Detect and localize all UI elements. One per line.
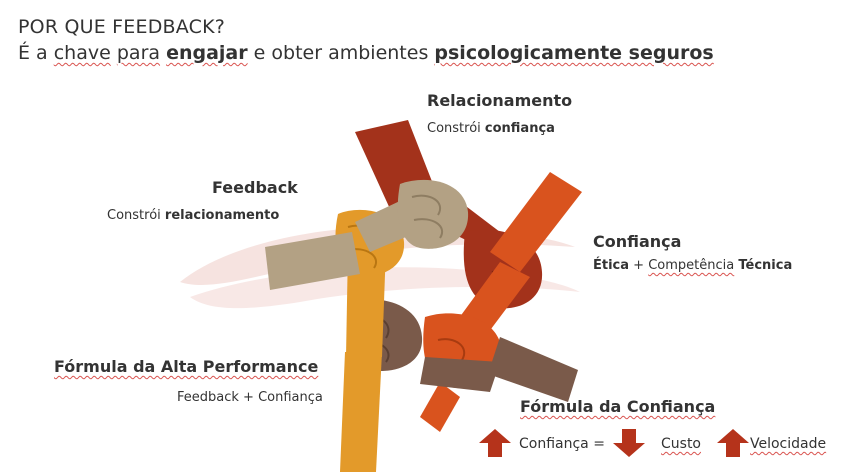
confianca-etica: Ética [593, 258, 630, 273]
alta-performance-title: Fórmula da Alta Performance [54, 357, 318, 376]
formula-custo-label: Custo [661, 436, 701, 452]
alta-performance-text: Feedback + Confiança [177, 390, 323, 405]
slide-title: POR QUE FEEDBACK? [18, 16, 226, 38]
relacionamento-text-bold: confiança [484, 121, 555, 136]
formula-confianca-title: Fórmula da Confiança [520, 397, 715, 416]
arm-tan [265, 179, 469, 290]
feedback-title: Feedback [212, 178, 298, 197]
arrow-up-icon [717, 429, 749, 457]
confianca-text: Ética + Competência Técnica [593, 258, 792, 273]
subtitle-part2: chave [53, 42, 111, 64]
slide-subtitle: É a chave para engajar e obter ambientes… [18, 42, 714, 64]
formula-confianca-label: Confiança = [519, 436, 605, 452]
subtitle-part1: É a [18, 42, 48, 64]
hands-illustration [180, 120, 582, 472]
feedback-text-bold: relacionamento [164, 208, 280, 223]
relacionamento-title: Relacionamento [427, 91, 573, 110]
feedback-text: Constrói relacionamento [107, 208, 279, 223]
confianca-plus: + [633, 258, 645, 273]
arrow-up-icon [479, 429, 511, 457]
feedback-text-normal: Constrói [107, 208, 161, 223]
formula-custo-text: Custo [661, 436, 701, 452]
relacionamento-text-normal: Constrói [427, 121, 481, 136]
confianca-title: Confiança [593, 232, 682, 251]
alta-performance-title-text: Fórmula da Alta Performance [54, 357, 319, 376]
subtitle-part4: e obter ambientes [253, 42, 429, 64]
confianca-tecnica: Técnica [738, 258, 793, 273]
arrow-down-icon [613, 429, 645, 457]
formula-velocidade-label: Velocidade [750, 436, 826, 452]
subtitle-part3: para [116, 42, 161, 64]
formula-confianca-title-text: Fórmula da Confiança [520, 397, 716, 416]
confianca-competencia: Competência [648, 258, 735, 273]
subtitle-bold2: psicologicamente seguros [434, 42, 714, 64]
formula-velocidade-text: Velocidade [750, 436, 827, 452]
subtitle-bold1: engajar [166, 42, 248, 64]
relacionamento-text: Constrói confiança [427, 121, 555, 136]
